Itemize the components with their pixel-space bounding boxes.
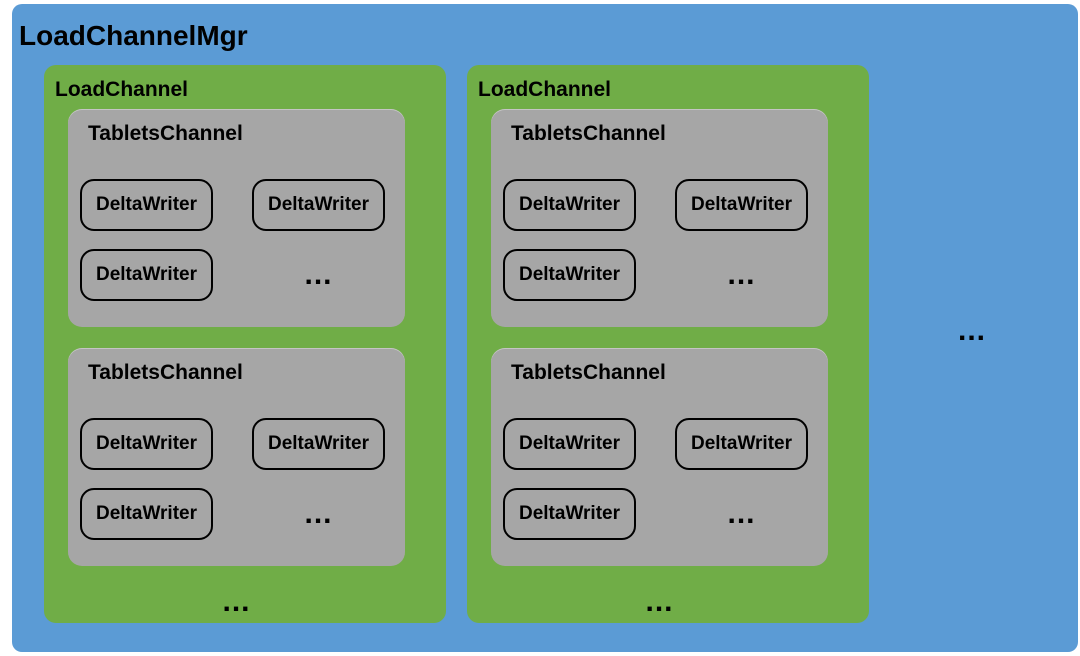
loadchannelmgr-label: LoadChannelMgr bbox=[19, 20, 248, 51]
more-deltawriters-ellipsis: ... bbox=[727, 497, 756, 530]
tabletschannel-box-1-1: TabletsChannel DeltaWriter DeltaWriter D… bbox=[68, 109, 405, 327]
deltawriter-box: DeltaWriter bbox=[80, 179, 213, 231]
tabletschannel-box-1-2: TabletsChannel DeltaWriter DeltaWriter D… bbox=[68, 348, 405, 566]
more-deltawriters-ellipsis: ... bbox=[304, 497, 333, 530]
more-loadchannels-ellipsis: ... bbox=[957, 314, 986, 347]
more-deltawriters-ellipsis: ... bbox=[727, 258, 756, 291]
deltawriter-box: DeltaWriter bbox=[252, 179, 385, 231]
more-tabletschannels-ellipsis: ... bbox=[222, 585, 251, 618]
deltawriter-box: DeltaWriter bbox=[80, 488, 213, 540]
loadchannel-box-1: LoadChannel TabletsChannel DeltaWriter D… bbox=[44, 65, 446, 623]
deltawriter-box: DeltaWriter bbox=[675, 179, 808, 231]
tabletschannel-label: TabletsChannel bbox=[88, 361, 243, 384]
tabletschannel-label: TabletsChannel bbox=[511, 122, 666, 145]
loadchannel-label: LoadChannel bbox=[55, 78, 189, 101]
loadchannel-label: LoadChannel bbox=[478, 78, 612, 101]
more-tabletschannels-ellipsis: ... bbox=[645, 585, 674, 618]
deltawriter-box: DeltaWriter bbox=[503, 249, 636, 301]
deltawriter-box: DeltaWriter bbox=[80, 418, 213, 470]
tabletschannel-box-2-2: TabletsChannel DeltaWriter DeltaWriter D… bbox=[491, 348, 828, 566]
tabletschannel-label: TabletsChannel bbox=[511, 361, 666, 384]
tabletschannel-box-2-1: TabletsChannel DeltaWriter DeltaWriter D… bbox=[491, 109, 828, 327]
deltawriter-box: DeltaWriter bbox=[675, 418, 808, 470]
deltawriter-box: DeltaWriter bbox=[503, 179, 636, 231]
deltawriter-box: DeltaWriter bbox=[503, 488, 636, 540]
loadchannelmgr-box: LoadChannelMgr LoadChannel TabletsChanne… bbox=[12, 4, 1078, 652]
more-deltawriters-ellipsis: ... bbox=[304, 258, 333, 291]
tabletschannel-label: TabletsChannel bbox=[88, 122, 243, 145]
loadchannel-box-2: LoadChannel TabletsChannel DeltaWriter D… bbox=[467, 65, 869, 623]
deltawriter-box: DeltaWriter bbox=[80, 249, 213, 301]
deltawriter-box: DeltaWriter bbox=[503, 418, 636, 470]
deltawriter-box: DeltaWriter bbox=[252, 418, 385, 470]
